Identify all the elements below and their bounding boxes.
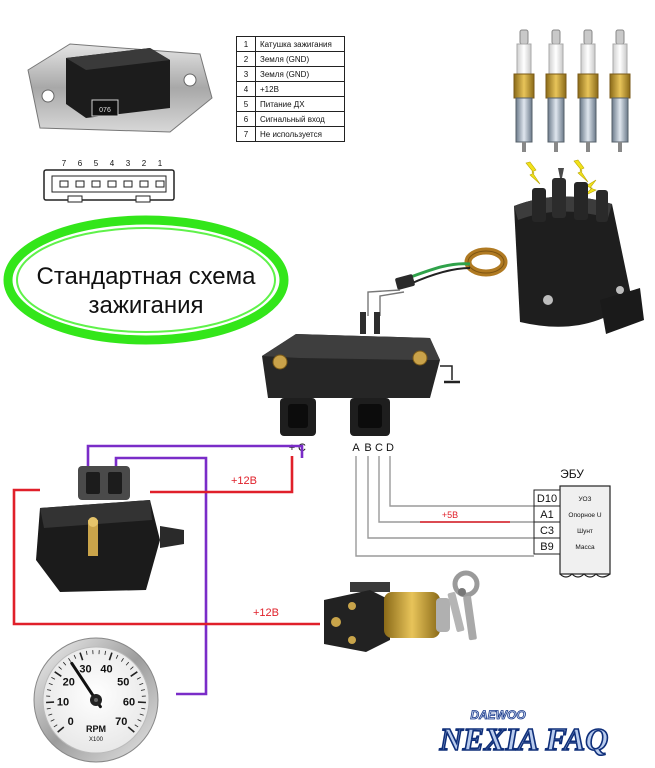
terminal-plus: + <box>289 442 295 454</box>
ecu-pin-signal: Шунт <box>577 528 593 535</box>
connector-pin-slot <box>107 180 117 188</box>
connector-pin-number: 3 <box>126 159 131 168</box>
label-ref-voltage: +5В <box>442 510 458 520</box>
ecu-pin-box <box>533 537 561 555</box>
tach-tick-label: 50 <box>117 676 129 688</box>
wire-c3 <box>367 456 534 539</box>
spark-plugs <box>513 29 631 152</box>
connector-pin-number: 4 <box>110 159 115 168</box>
tach-tick-label: 60 <box>123 697 135 709</box>
title-badge: Стандартная схема зажигания <box>3 215 289 345</box>
terminal-a: A <box>352 442 360 454</box>
spark-plug <box>545 29 567 152</box>
nexia-faq-logo: DAEWOO NEXIA FAQ <box>438 708 609 758</box>
title-line-1: Стандартная схема <box>36 263 256 290</box>
pin-row: 4+12В <box>236 81 345 97</box>
wire-purple-1 <box>86 444 304 468</box>
hei-module-photo <box>262 312 460 436</box>
ecu-pin-signal: Масса <box>575 544 595 551</box>
wiring <box>12 444 534 696</box>
tachometer: 0 10 20 30 40 50 60 70 RPM X100 <box>33 637 159 763</box>
terminal-c2: C <box>375 442 383 454</box>
spark-plug <box>609 29 631 152</box>
connector-pin-slot <box>75 180 85 188</box>
connector-pin-number: 7 <box>62 159 67 168</box>
distributor-photo <box>514 168 644 334</box>
connector-pin-number: 1 <box>158 159 163 168</box>
tach-tick-label: 0 <box>68 716 74 728</box>
connector-pin-number: 2 <box>142 159 147 168</box>
connector-pin-slot <box>155 180 165 188</box>
tach-tick-label: 70 <box>115 716 127 728</box>
pin-number: 7 <box>236 126 256 142</box>
tach-tick-label: 30 <box>79 664 91 676</box>
connector-pin-number: 6 <box>78 159 83 168</box>
ecu-pin-code: C3 <box>540 525 554 537</box>
tach-tick-label: 20 <box>63 676 75 688</box>
hall-sensor-photo <box>367 247 508 316</box>
wire-b9 <box>355 456 534 557</box>
ecu-pin-signal: УОЗ <box>579 496 592 503</box>
logo-title: NEXIA FAQ <box>439 721 609 757</box>
wire-red-coil <box>150 456 294 494</box>
connector-pin-slot <box>59 180 69 188</box>
pin-description: Не используется <box>255 126 345 142</box>
connector-pin-slot <box>91 180 101 188</box>
key-icon <box>447 570 480 641</box>
wire-red-ignition <box>12 488 320 626</box>
ignition-coil-photo <box>36 466 184 592</box>
ecu-pin-code: B9 <box>540 541 553 553</box>
terminal-d: D <box>386 442 394 454</box>
module-label: 076 <box>99 107 111 114</box>
tach-tick-label: 10 <box>57 697 69 709</box>
spark-plug <box>513 29 535 152</box>
ecu-pin-signal: Опорное U <box>568 512 601 519</box>
ecu-title: ЭБУ <box>560 467 584 481</box>
connector-pin-slot <box>123 180 133 188</box>
terminal-b: B <box>364 442 371 454</box>
ecu-pin-code: D10 <box>537 493 557 505</box>
ecu-pin-code: A1 <box>540 509 553 521</box>
ignition-switch-photo <box>324 570 480 652</box>
spark-plug <box>577 29 599 152</box>
tach-tick-label: 40 <box>100 664 112 676</box>
wire-d10 <box>389 456 534 507</box>
ignition-module-photo: 076 <box>27 43 213 133</box>
module-terminals: + C A B C D <box>289 442 394 454</box>
connector-pin-number: 5 <box>94 159 99 168</box>
connector-pin-numbers: 7 6 5 4 3 2 1 <box>62 159 163 168</box>
tach-multiplier: X100 <box>89 737 104 743</box>
label-ignition-power: +12В <box>253 607 279 619</box>
tach-scale: 0 10 20 30 40 50 60 70 <box>46 650 146 733</box>
title-line-2: зажигания <box>88 292 203 319</box>
connector-pin-slot <box>139 180 149 188</box>
tach-unit: RPM <box>86 724 106 734</box>
connector-pinout: 7 6 5 4 3 2 1 <box>43 159 175 203</box>
label-coil-power: +12В <box>231 475 257 487</box>
logo-brand: DAEWOO <box>470 708 526 722</box>
wire-purple-2 <box>114 456 208 696</box>
